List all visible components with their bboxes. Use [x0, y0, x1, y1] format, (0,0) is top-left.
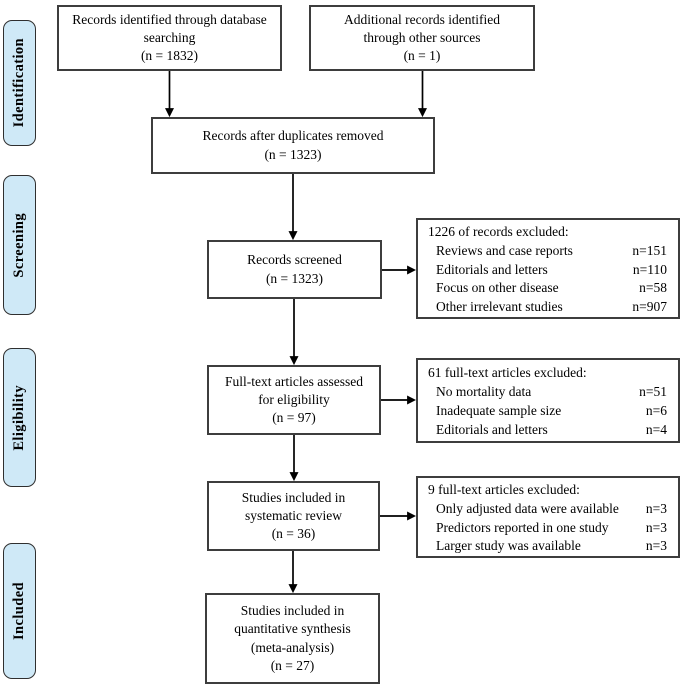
stage-screening-label: Screening — [11, 212, 27, 278]
excluded-item-count: n=51 — [639, 384, 667, 400]
excluded-item-count: n=3 — [645, 519, 667, 535]
excluded-item-label: Reviews and case reports — [436, 242, 573, 258]
box-fulltext-assessed: Full-text articles assessed for eligibil… — [207, 365, 381, 435]
box-records-screened-text: Records screened (n = 1323) — [247, 252, 342, 286]
excluded-item-label: Only adjusted data were available — [436, 500, 619, 516]
excluded-review-item: Only adjusted data were available n=3 — [428, 500, 667, 519]
excluded-item-count: n=3 — [645, 500, 667, 516]
stage-eligibility: Eligibility — [3, 348, 36, 487]
excluded-item-count: n=110 — [632, 261, 667, 277]
excluded-item-count: n=4 — [645, 421, 667, 437]
stage-identification: Identification — [3, 20, 36, 146]
box-duplicates-removed-text: Records after duplicates removed (n = 13… — [202, 128, 384, 162]
excluded-screening-title: 1226 of records excluded: — [428, 223, 569, 239]
box-records-other-sources-text: Additional records identified through ot… — [344, 11, 500, 64]
excluded-item-count: n=6 — [645, 403, 667, 418]
box-records-screened: Records screened (n = 1323) — [207, 240, 382, 299]
excluded-item-label: Inadequate sample size — [436, 403, 562, 418]
excluded-eligibility-item: Editorials and letters n=4 — [428, 421, 667, 440]
box-excluded-screening: 1226 of records excluded: Reviews and ca… — [416, 218, 680, 319]
excluded-item-count: n=3 — [645, 538, 667, 554]
box-fulltext-assessed-text: Full-text articles assessed for eligibil… — [225, 373, 363, 426]
excluded-item-count: n=907 — [632, 299, 667, 315]
box-excluded-eligibility: 61 full-text articles excluded: No morta… — [416, 358, 680, 443]
stage-eligibility-label: Eligibility — [11, 384, 27, 451]
excluded-eligibility-title: 61 full-text articles excluded: — [428, 365, 587, 381]
excluded-item-label: No mortality data — [436, 384, 532, 400]
excluded-eligibility-item: Inadequate sample size n=6 — [428, 402, 667, 421]
excluded-item-count: n=58 — [639, 280, 667, 296]
box-duplicates-removed: Records after duplicates removed (n = 13… — [151, 117, 435, 174]
box-records-other-sources: Additional records identified through ot… — [309, 5, 535, 71]
box-records-database-text: Records identified through database sear… — [72, 11, 267, 64]
box-excluded-review: 9 full-text articles excluded: Only adju… — [416, 476, 680, 558]
box-systematic-review-text: Studies included in systematic review (n… — [241, 489, 346, 542]
excluded-item-label: Predictors reported in one study — [436, 519, 609, 535]
stage-included-label: Included — [11, 582, 27, 640]
excluded-review-item: Larger study was available n=3 — [428, 537, 667, 556]
stage-screening: Screening — [3, 175, 36, 315]
excluded-screening-item: Other irrelevant studies n=907 — [428, 298, 667, 317]
excluded-item-label: Focus on other disease — [436, 280, 559, 296]
excluded-review-item: Predictors reported in one study n=3 — [428, 519, 667, 538]
excluded-screening-item: Focus on other disease n=58 — [428, 279, 667, 298]
box-systematic-review: Studies included in systematic review (n… — [207, 481, 380, 551]
box-quantitative-synthesis: Studies included in quantitative synthes… — [205, 593, 380, 684]
stage-identification-label: Identification — [11, 38, 27, 128]
excluded-review-title: 9 full-text articles excluded: — [428, 481, 580, 497]
excluded-item-label: Other irrelevant studies — [436, 299, 563, 315]
excluded-screening-item: Editorials and letters n=110 — [428, 261, 667, 280]
excluded-item-count: n=151 — [632, 242, 667, 258]
box-records-database: Records identified through database sear… — [57, 5, 282, 71]
excluded-item-label: Editorials and letters — [436, 261, 548, 277]
excluded-eligibility-item: No mortality data n=51 — [428, 383, 667, 402]
box-quantitative-synthesis-text: Studies included in quantitative synthes… — [234, 603, 351, 673]
excluded-screening-item: Reviews and case reports n=151 — [428, 242, 667, 261]
excluded-item-label: Larger study was available — [436, 538, 581, 554]
stage-included: Included — [3, 543, 36, 679]
excluded-item-label: Editorials and letters — [436, 421, 548, 437]
